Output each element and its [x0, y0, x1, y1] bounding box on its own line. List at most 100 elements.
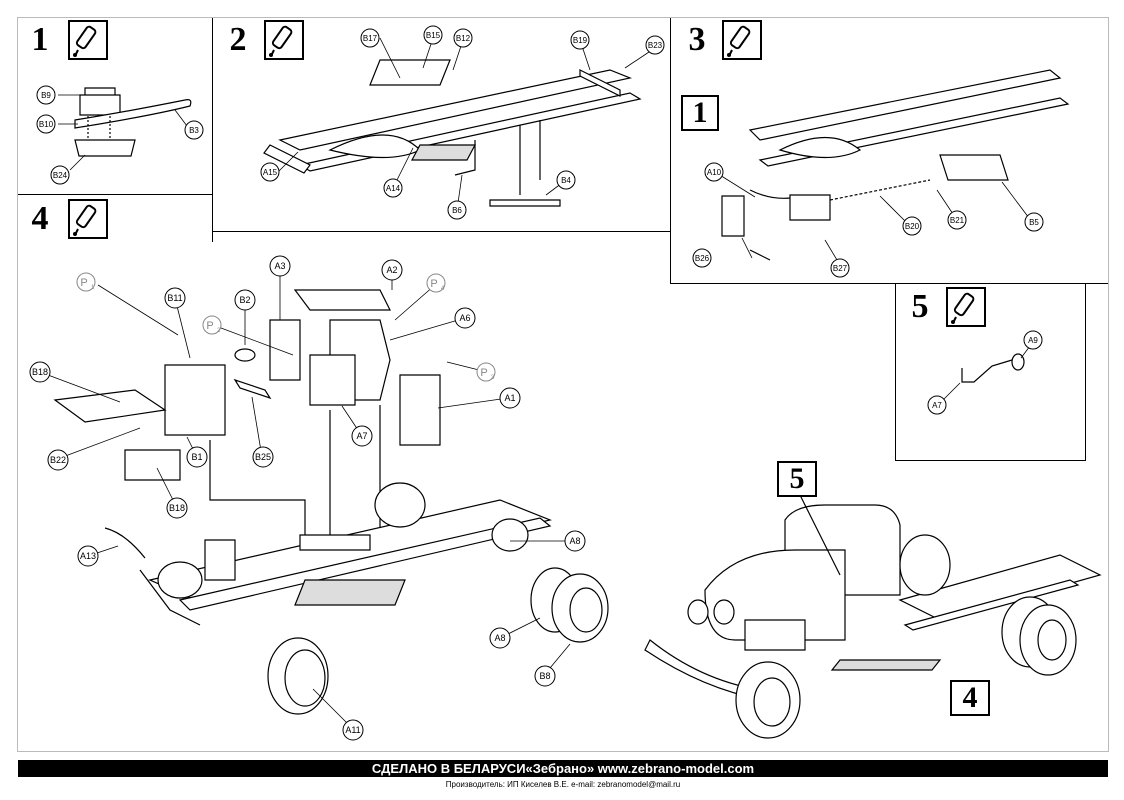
svg-text:B11: B11: [167, 293, 182, 303]
glue-tube-icon: [68, 199, 108, 239]
label-B18-top: B18: [29, 361, 51, 383]
label-A6: A6: [454, 307, 476, 329]
svg-text:B9: B9: [41, 91, 51, 100]
step2-chassis-frame: [263, 59, 642, 207]
svg-text:4: 4: [441, 286, 445, 292]
svg-text:P: P: [480, 367, 487, 379]
label-B26: B26: [692, 248, 712, 268]
label-B18-bottom: B18: [166, 497, 188, 519]
svg-text:B12: B12: [456, 34, 471, 43]
svg-text:B1: B1: [191, 452, 202, 462]
label-B8: B8: [534, 665, 556, 687]
label-B25: B25: [252, 446, 274, 468]
part-labels: B9 B10 B3 B24 B17 B15 B12 B19 B23 A15 A1…: [29, 25, 1044, 741]
label-B12: B12: [453, 28, 473, 48]
step-number: 5: [900, 287, 940, 327]
step-number: 1: [20, 20, 60, 60]
svg-text:B2: B2: [239, 295, 250, 305]
label-B3: B3: [184, 120, 204, 140]
label-B2: B2: [234, 289, 256, 311]
svg-text:B6: B6: [452, 206, 462, 215]
svg-text:A14: A14: [386, 184, 401, 193]
step4-cab-exploded: [53, 289, 609, 715]
svg-text:B8: B8: [539, 671, 550, 681]
svg-text:B27: B27: [833, 264, 848, 273]
label-B1: B1: [186, 446, 208, 468]
svg-text:A1: A1: [504, 393, 515, 403]
svg-text:B22: B22: [50, 455, 66, 465]
label-B17: B17: [360, 28, 380, 48]
svg-text:A7: A7: [932, 401, 942, 410]
svg-text:B18: B18: [169, 503, 185, 513]
assembled-truck: [644, 494, 1102, 739]
svg-text:P: P: [206, 320, 213, 332]
svg-text:B23: B23: [648, 41, 663, 50]
svg-text:3: 3: [491, 375, 495, 381]
svg-text:B21: B21: [950, 216, 965, 225]
label-A15: A15: [260, 162, 280, 182]
svg-text:A8: A8: [569, 536, 580, 546]
label-B22: B22: [47, 449, 69, 471]
svg-text:B3: B3: [189, 126, 199, 135]
svg-text:A15: A15: [263, 168, 278, 177]
svg-text:P: P: [80, 277, 87, 289]
svg-text:B10: B10: [39, 120, 54, 129]
label-A9: A9: [1023, 330, 1043, 350]
step-3-reference-number: 1: [692, 96, 708, 129]
step-5-panel: [895, 283, 1086, 461]
step3-frame-engine: [721, 69, 1070, 261]
step-3-reference-box: [681, 95, 719, 131]
svg-text:A9: A9: [1028, 336, 1038, 345]
label-A2: A2: [381, 259, 403, 281]
svg-text:A8: A8: [494, 633, 505, 643]
label-B9: B9: [36, 85, 56, 105]
svg-text:A10: A10: [707, 168, 722, 177]
step-number: 4: [20, 199, 60, 239]
svg-text:A6: A6: [459, 313, 470, 323]
svg-text:A13: A13: [80, 551, 96, 561]
svg-text:B18: B18: [32, 367, 48, 377]
svg-text:B20: B20: [905, 222, 920, 231]
svg-text:1: 1: [91, 285, 95, 291]
label-B23: B23: [645, 35, 665, 55]
label-B5: B5: [1024, 212, 1044, 232]
label-A8-lower: A8: [489, 627, 511, 649]
svg-text:B5: B5: [1029, 218, 1039, 227]
label-B10: B10: [36, 114, 56, 134]
step5-small-part: [961, 353, 1025, 383]
step-number: 2: [218, 20, 258, 60]
label-A11: A11: [342, 719, 364, 741]
final-reference-4: 4: [950, 680, 990, 716]
glue-tube-icon: [946, 287, 986, 327]
footer-manufacturer-banner: СДЕЛАНО В БЕЛАРУСИ«Зебрано» www.zebrano-…: [18, 760, 1108, 777]
svg-text:A11: A11: [345, 725, 360, 735]
footer-contact-line: Производитель: ИП Киселев В.Е. e-mail: z…: [445, 780, 681, 789]
glue-tube-icon: [68, 20, 108, 60]
svg-text:B26: B26: [695, 254, 710, 263]
label-B24: B24: [50, 165, 70, 185]
label-A13: A13: [77, 545, 99, 567]
label-B20: B20: [902, 216, 922, 236]
label-B11: B11: [164, 287, 186, 309]
label-B4: B4: [556, 170, 576, 190]
label-A7-step5: A7: [927, 395, 947, 415]
final-reference-5: 5: [777, 461, 817, 497]
svg-text:B25: B25: [255, 452, 271, 462]
label-A14: A14: [383, 178, 403, 198]
svg-text:A3: A3: [274, 261, 285, 271]
label-A10: A10: [704, 162, 724, 182]
svg-text:B4: B4: [561, 176, 571, 185]
label-A7: A7: [351, 425, 373, 447]
svg-text:2: 2: [217, 328, 221, 334]
sheet-border: [17, 17, 1109, 752]
svg-text:B17: B17: [363, 34, 378, 43]
svg-text:P: P: [430, 278, 437, 290]
label-A3: A3: [269, 255, 291, 277]
label-B21: B21: [947, 210, 967, 230]
label-A1: A1: [499, 387, 521, 409]
